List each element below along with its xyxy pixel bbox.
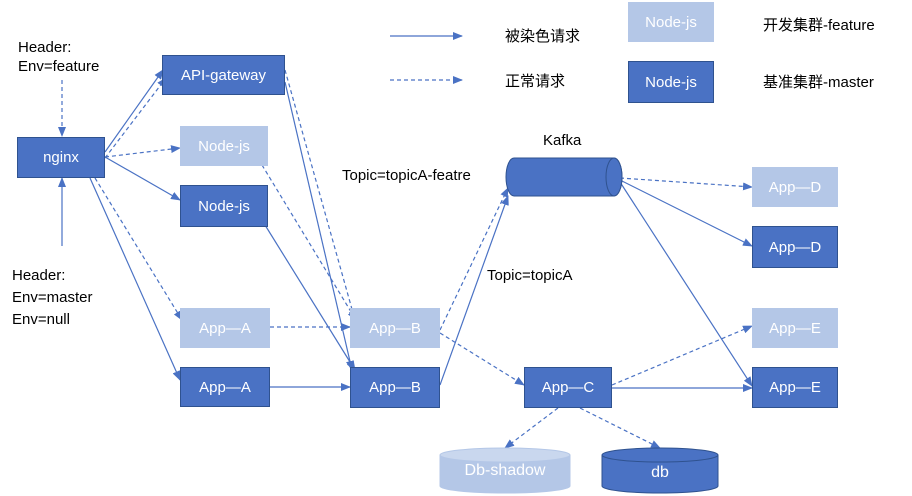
edge-nginx-to-app-a-master (89, 177, 181, 381)
node-app-a-master: App—A (180, 367, 270, 407)
topic-master-label: Topic=topicA (487, 267, 573, 284)
edge-app-c-to-app-e-feature (611, 325, 753, 386)
legend-feature-box: Node-js (628, 2, 714, 42)
edge-nodejs-feature-to-app-b-feature (261, 164, 357, 321)
node-app-d-feature: App—D (752, 167, 838, 207)
node-nginx: nginx (17, 137, 105, 178)
db-shadow-label: Db-shadow (464, 462, 546, 479)
db-shadow-cylinder (439, 447, 571, 494)
header-master-line3: Env=null (12, 311, 70, 328)
edge-kafka-to-app-d-feature (619, 177, 753, 191)
edge-app-b-master-to-kafka (439, 195, 509, 386)
node-app-b-master: App—B (350, 367, 440, 408)
edge-api-gateway-to-app-b-feature (284, 69, 357, 321)
edge-api-gateway-to-app-b-master (284, 81, 354, 371)
legend-feature-label: 开发集群-feature (763, 17, 875, 34)
edge-nginx-to-api-gateway-dashed (104, 77, 167, 159)
edge-app-b-feature-to-app-c (439, 332, 525, 386)
header-master-line2: Env=master (12, 289, 93, 306)
node-app-e-feature: App—E (752, 308, 838, 348)
edge-app-c-to-db (579, 407, 661, 449)
legend-master-box: Node-js (628, 61, 714, 103)
edge-nginx-to-nodejs-master (104, 156, 181, 201)
node-app-d-master: App—D (752, 226, 838, 268)
db-cylinder (601, 447, 719, 494)
kafka-label: Kafka (543, 132, 582, 149)
node-app-b-feature: App—B (350, 308, 440, 348)
header-feature-line2: Env=feature (18, 58, 100, 75)
edge-kafka-to-app-e-master (619, 181, 753, 387)
node-app-c: App—C (524, 367, 612, 408)
node-nodejs-feature: Node-js (180, 126, 268, 166)
edge-nginx-to-app-a-feature (94, 177, 183, 321)
kafka-cylinder (505, 157, 623, 197)
legend-master-label: 基准集群-master (763, 74, 874, 91)
node-app-e-master: App—E (752, 367, 838, 408)
edge-nginx-to-nodejs-feature (104, 145, 181, 158)
legend-dashed-label: 正常请求 (505, 73, 566, 90)
edge-nginx-to-api-gateway-solid (104, 69, 164, 153)
edge-app-c-to-db-shadow (504, 407, 559, 449)
header-feature-line1: Header: (18, 39, 72, 56)
edge-kafka-to-app-d-master (619, 179, 753, 247)
node-api-gateway: API-gateway (162, 55, 285, 95)
topic-feature-label: Topic=topicA-featre (342, 167, 471, 184)
node-nodejs-master: Node-js (180, 185, 268, 227)
header-master-line1: Header: (12, 267, 66, 284)
edge-nodejs-master-to-app-b-master (264, 224, 356, 371)
node-app-a-feature: App—A (180, 308, 270, 348)
edge-app-b-feature-to-kafka (439, 187, 509, 331)
db-label: db (651, 464, 669, 481)
legend-solid-label: 被染色请求 (505, 28, 581, 45)
